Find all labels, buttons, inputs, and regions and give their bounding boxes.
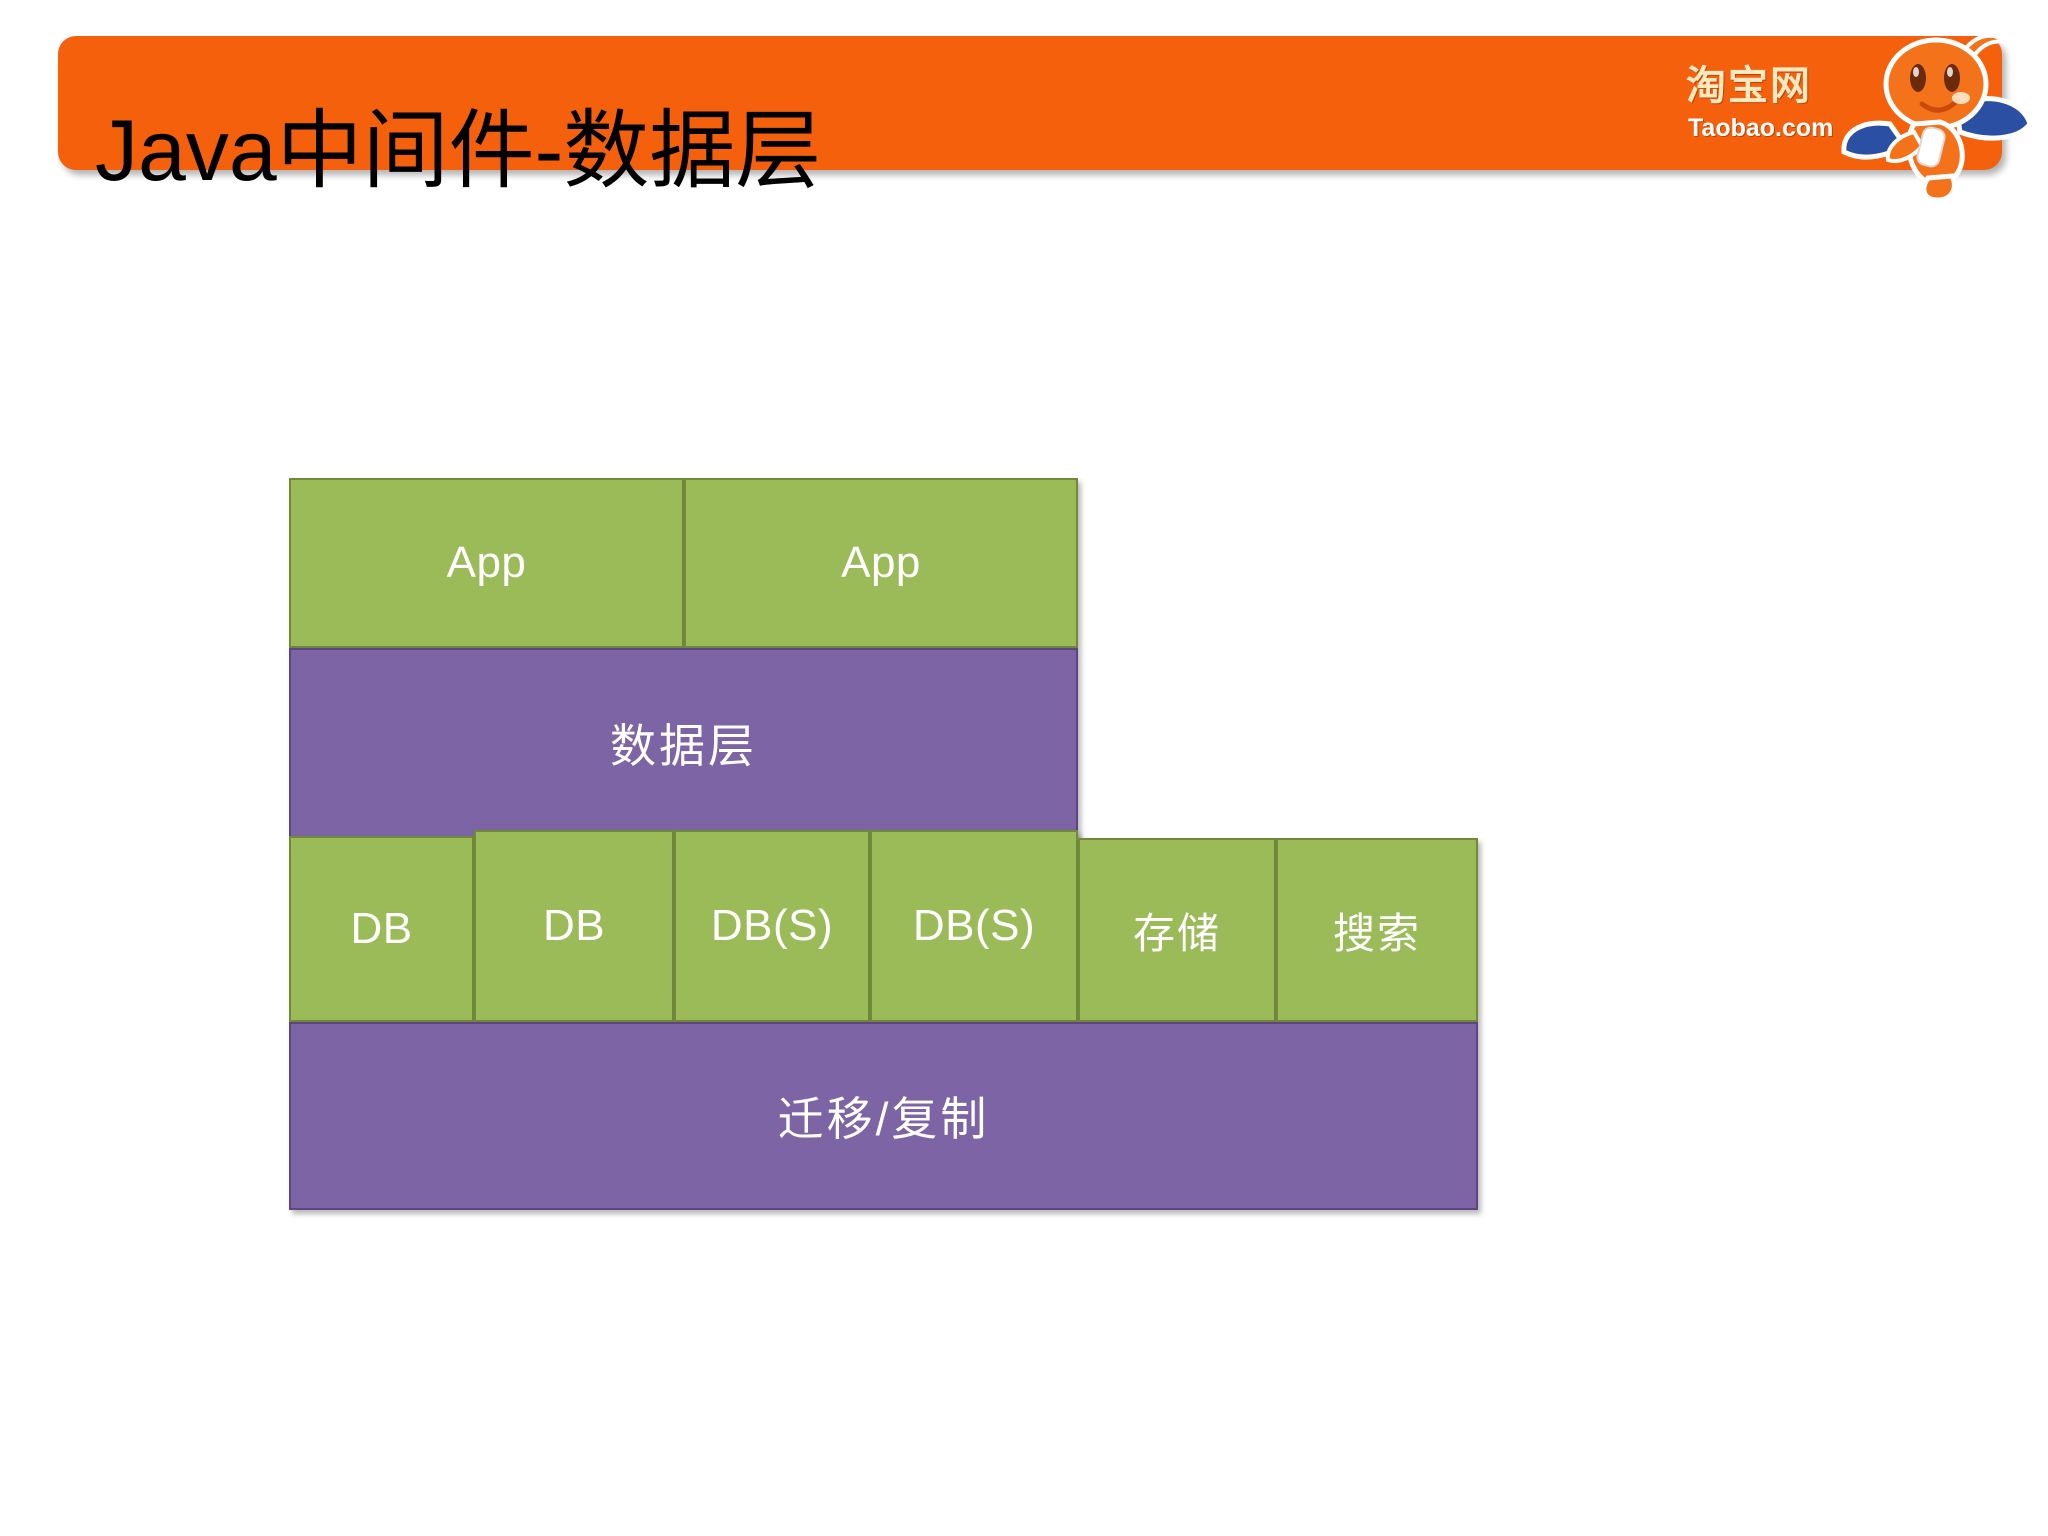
diagram-box-db-2[interactable]: DB xyxy=(474,830,674,1022)
diagram-box-migration-replication[interactable]: 迁移/复制 xyxy=(289,1022,1478,1210)
diagram-box-db-1[interactable]: DB xyxy=(289,836,474,1022)
diagram-box-db-s-1[interactable]: DB(S) xyxy=(674,830,870,1022)
page-title: Java中间件-数据层 xyxy=(95,103,822,199)
diagram-box-app-1[interactable]: App xyxy=(289,478,684,648)
logo-brand-en: Taobao.com xyxy=(1688,114,1834,142)
diagram-box-db-s-2[interactable]: DB(S) xyxy=(870,830,1078,1022)
logo-brand-cn: 淘宝网 xyxy=(1686,64,1812,108)
taobao-logo[interactable]: 淘宝网 Taobao.com xyxy=(1660,28,2048,203)
diagram-box-storage[interactable]: 存储 xyxy=(1078,838,1276,1022)
diagram-box-data-layer[interactable]: 数据层 xyxy=(289,648,1078,838)
diagram-box-app-2[interactable]: App xyxy=(684,478,1078,648)
diagram-box-search[interactable]: 搜索 xyxy=(1276,838,1478,1022)
taobao-mascot-icon xyxy=(1841,33,2033,203)
